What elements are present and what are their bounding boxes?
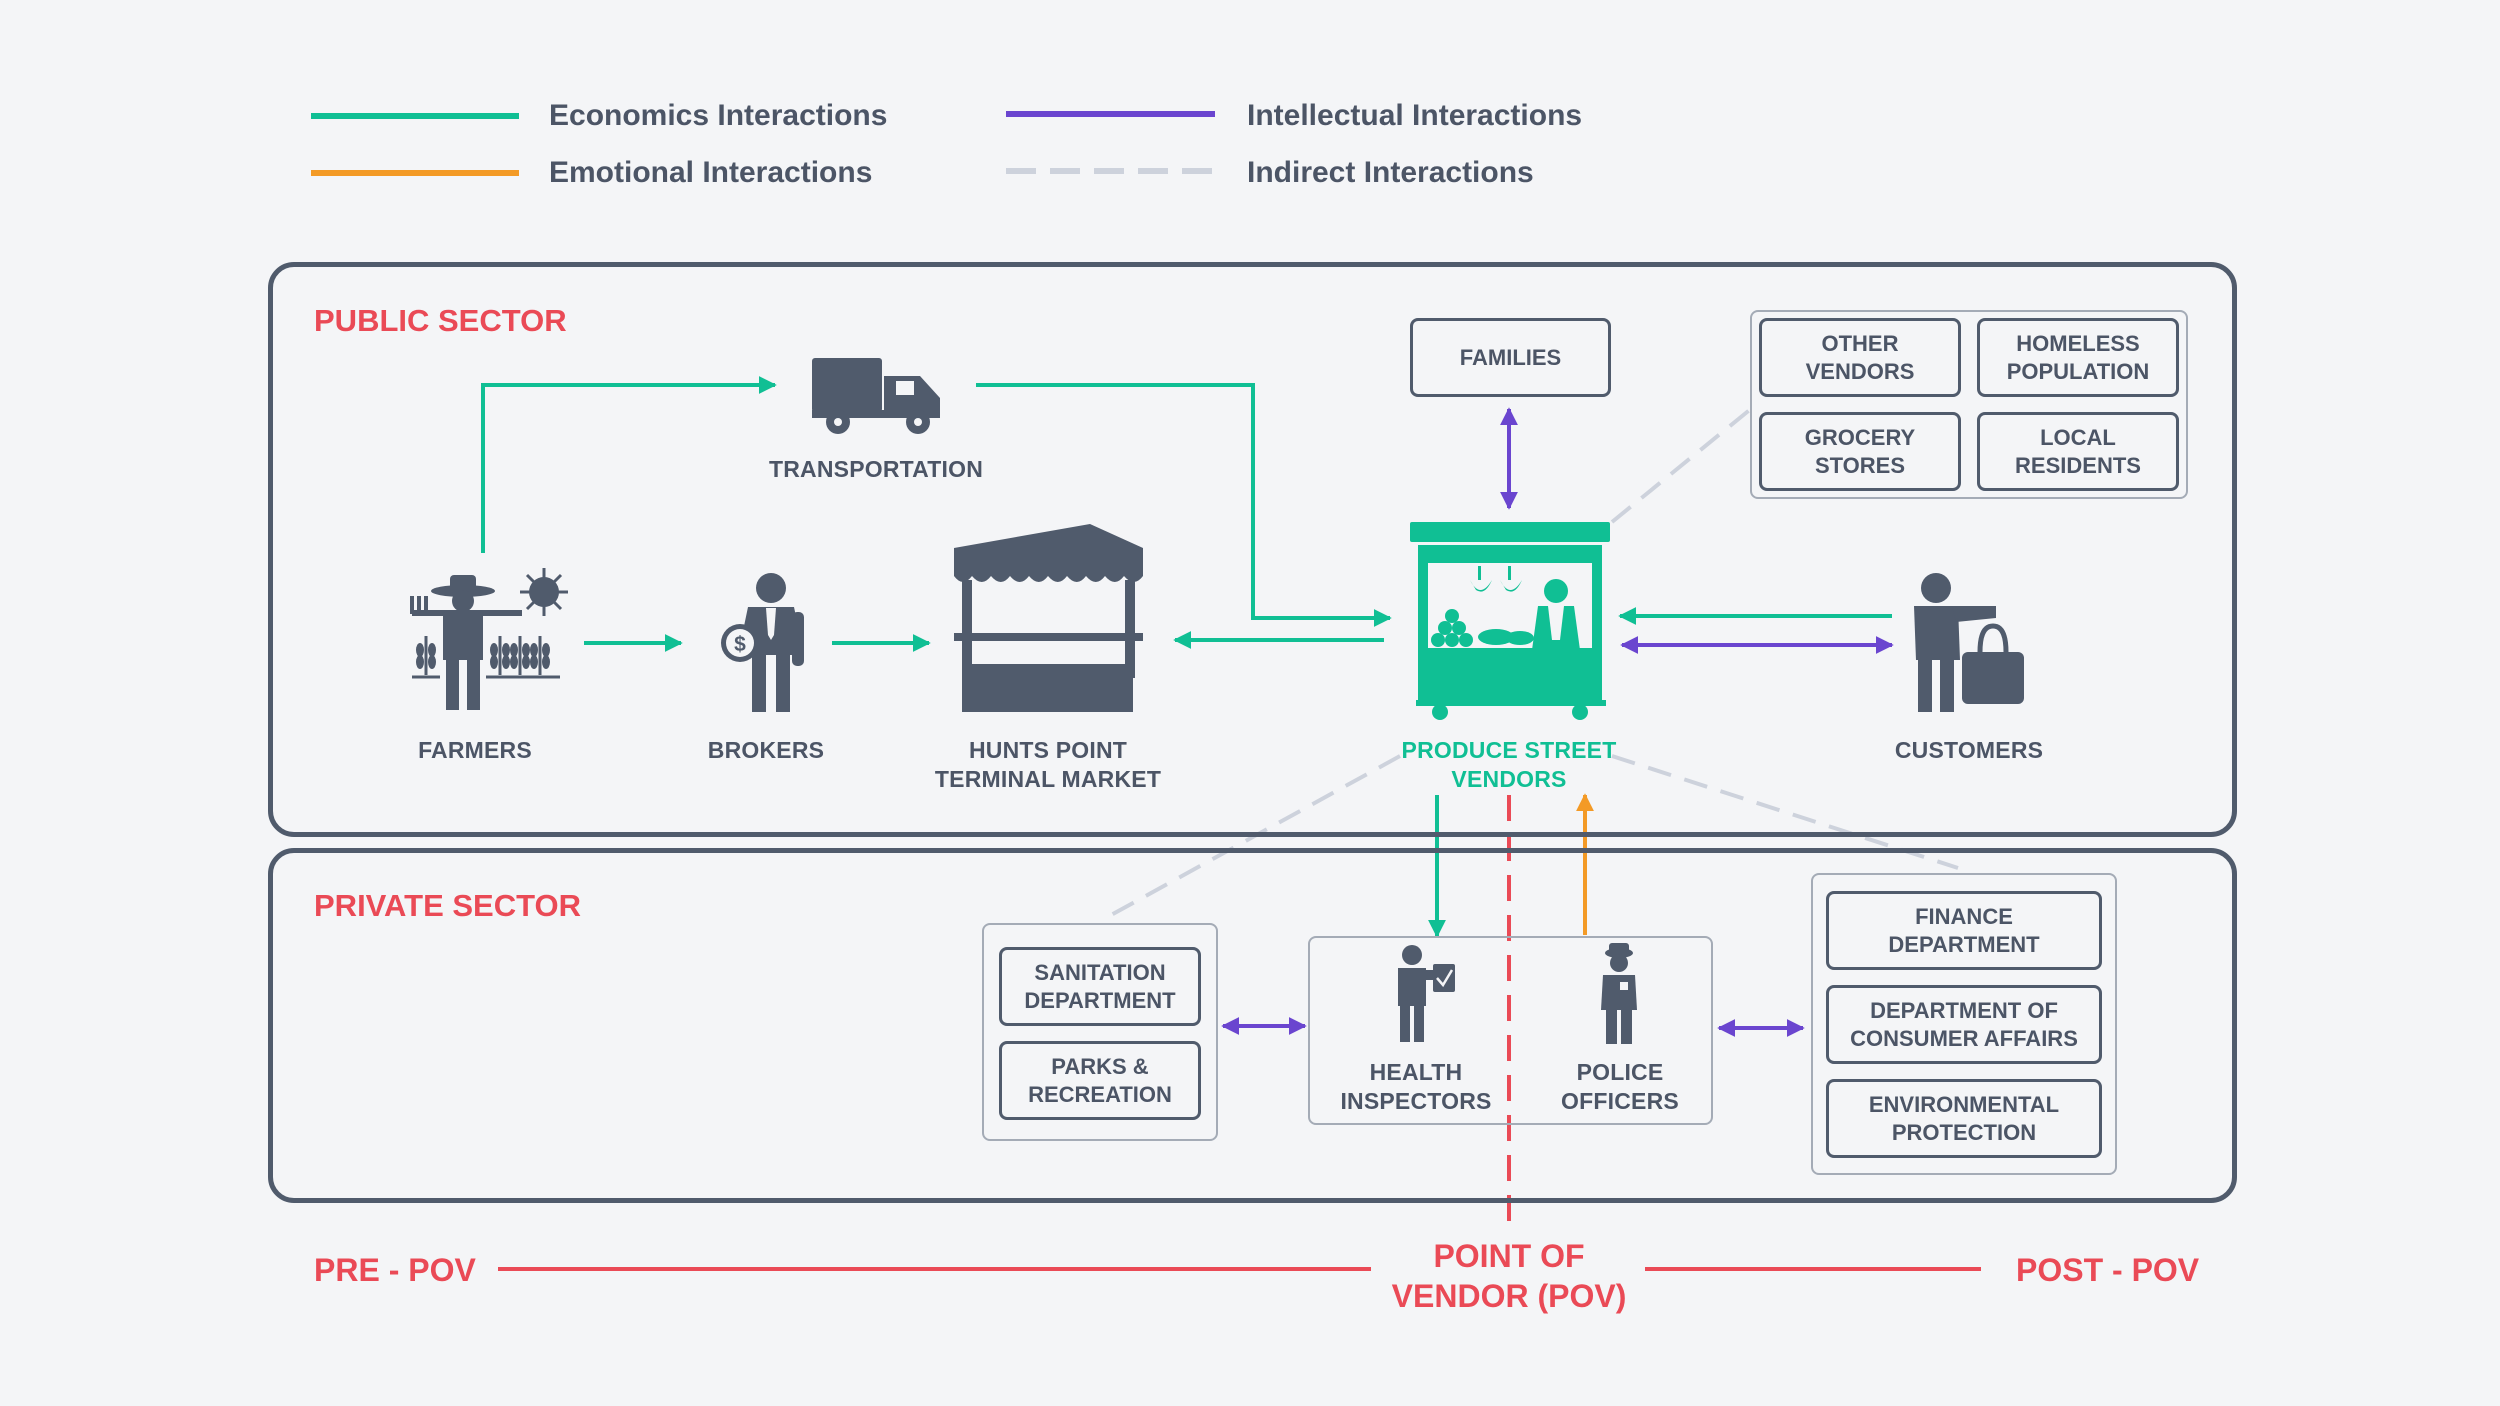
customer-icon [1914,573,2024,712]
finance-department-label: FINANCE DEPARTMENT [1888,904,2040,957]
brokers-label: BROKERS [707,737,825,763]
grocery-stores-label: GROCERY STORES [1804,425,1916,478]
police-officers-label: POLICE OFFICERS [1561,1059,1679,1114]
legend-emotional-label: Emotional Interactions [549,156,873,189]
consumer-affairs-box: DEPARTMENT OF CONSUMER AFFAIRS [1826,985,2102,1064]
economics-connections [481,376,1892,938]
produce-cart-icon [1410,522,1610,720]
customers-label: CUSTOMERS [1894,737,2044,763]
intellectual-connections [1221,407,1894,1037]
other-vendors-box: OTHER VENDORS [1759,318,1961,397]
environmental-protection-box: ENVIRONMENTAL PROTECTION [1826,1079,2102,1158]
svg-text:$: $ [734,633,746,656]
finance-department-box: FINANCE DEPARTMENT [1826,891,2102,970]
local-residents-label: LOCAL RESIDENTS [2015,425,2141,478]
city-agencies-group [1811,873,2117,1175]
families-box: FAMILIES [1410,318,1611,397]
homeless-population-box: HOMELESS POPULATION [1977,318,2179,397]
sanitation-department-label: SANITATION DEPARTMENT [1024,960,1176,1013]
environmental-protection-label: ENVIRONMENTAL PROTECTION [1868,1092,2060,1145]
public-sector-panel [268,262,2237,837]
consumer-affairs-label: DEPARTMENT OF CONSUMER AFFAIRS [1850,998,2078,1051]
sanitation-department-box: SANITATION DEPARTMENT [999,947,1201,1026]
hunts-point-label: HUNTS POINT TERMINAL MARKET [934,737,1162,792]
families-label: FAMILIES [1459,344,1562,370]
legend-indirect-label: Indirect Interactions [1247,156,1534,189]
community-group [1750,310,2188,499]
farmers-label: FARMERS [418,737,532,763]
indirect-connections [1101,406,1959,922]
enforcement-group [1308,936,1713,1125]
parks-recreation-box: PARKS & RECREATION [999,1041,1201,1120]
inspector-icon [1398,945,1455,1042]
city-services-group [982,923,1218,1141]
legend-intellectual-label: Intellectual Interactions [1247,99,1583,132]
grocery-stores-box: GROCERY STORES [1759,412,1961,491]
legend-economics-label: Economics Interactions [549,99,888,132]
homeless-population-label: HOMELESS POPULATION [2006,331,2150,384]
market-stall-icon [954,524,1143,712]
police-icon [1601,943,1637,1044]
parks-recreation-label: PARKS & RECREATION [1028,1054,1172,1107]
public-sector-title: PUBLIC SECTOR [314,303,567,338]
health-inspectors-label: HEALTH INSPECTORS [1340,1059,1492,1114]
transportation-label: TRANSPORTATION [768,456,984,482]
private-sector-panel [268,848,2237,1203]
farmer-icon [410,568,568,710]
private-sector-title: PRIVATE SECTOR [314,888,581,923]
point-of-vendor-label: POINT OF VENDOR (POV) [1391,1238,1627,1314]
other-vendors-label: OTHER VENDORS [1805,331,1915,384]
broker-icon: $ [721,573,804,712]
local-residents-box: LOCAL RESIDENTS [1977,412,2179,491]
truck-icon [812,358,940,434]
produce-vendors-label: PRODUCE STREET VENDORS [1401,737,1617,792]
post-pov-label: POST - POV [2016,1252,2200,1288]
pre-pov-label: PRE - POV [314,1252,476,1288]
